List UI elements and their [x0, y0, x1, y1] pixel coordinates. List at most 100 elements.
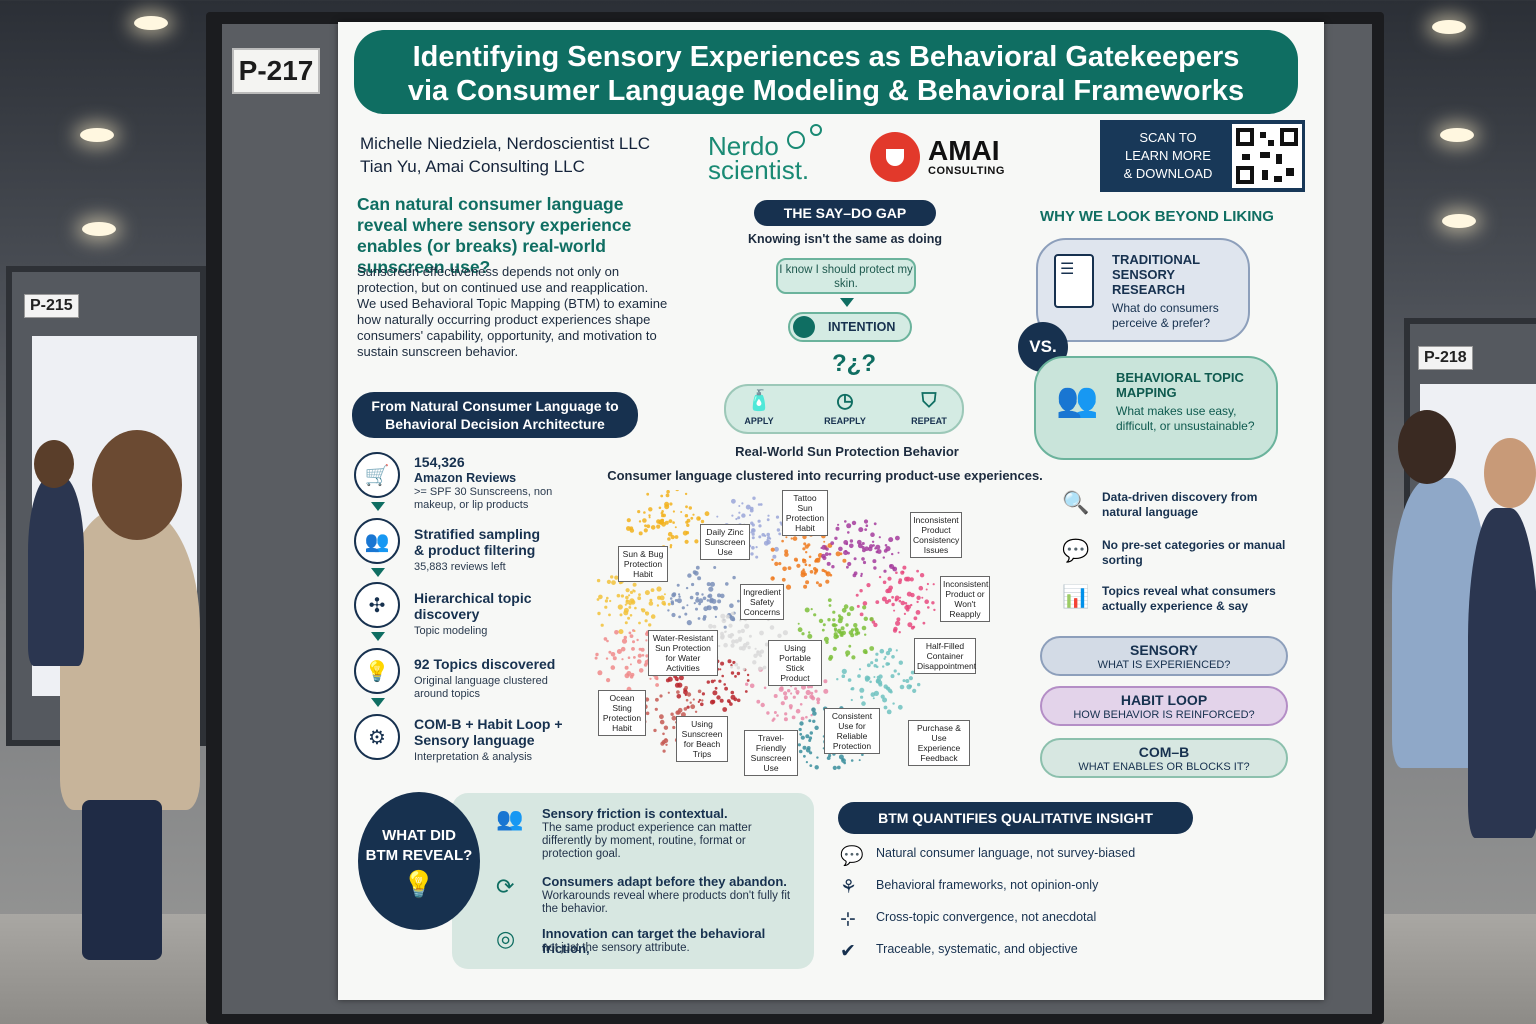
cluster-dot [720, 631, 724, 636]
qr-code[interactable] [1232, 124, 1302, 188]
feature-text: Topics reveal what consumers actually ex… [1102, 584, 1276, 613]
cluster-dot [887, 599, 892, 603]
cluster-dot [731, 514, 734, 517]
cluster-dot [661, 510, 664, 513]
cluster-dot [862, 605, 867, 610]
cluster-dot [918, 585, 924, 591]
cluster-dot [846, 612, 851, 617]
cluster-dot [844, 550, 847, 553]
person-left-woman-legs [82, 800, 162, 960]
cluster-dot [730, 671, 735, 675]
cluster-dot [689, 595, 694, 600]
cluster-dot [680, 511, 683, 513]
conversation-icon: 👥 [1056, 381, 1099, 419]
cluster-dot [864, 677, 870, 682]
cluster-label: Purchase & Use Experience Feedback [908, 720, 970, 766]
cluster-dot [886, 709, 892, 715]
cluster-dot [805, 761, 808, 764]
cluster-dot [828, 552, 832, 556]
cluster-dot [708, 623, 713, 629]
stage-reapply: ◷REAPPLY [812, 386, 878, 432]
cluster-dot [787, 689, 791, 693]
cluster-dot [648, 516, 651, 519]
cluster-label: Using Portable Stick Product [768, 640, 822, 686]
cluster-dot [684, 539, 689, 544]
cluster-dot [782, 630, 788, 636]
cluster-dot [871, 540, 875, 543]
cluster-dot [848, 644, 852, 648]
cluster-dot [659, 694, 663, 698]
cluster-dot [809, 764, 813, 767]
btm-card: 👥 BEHAVIORAL TOPIC MAPPING What makes us… [1034, 356, 1278, 460]
cluster-dot [897, 704, 903, 710]
cluster-dot [873, 690, 879, 696]
cluster-dot [864, 650, 868, 655]
cluster-dot [667, 537, 671, 541]
cluster-dot [678, 595, 681, 598]
cluster-dot [676, 690, 680, 694]
cluster-dot [631, 647, 635, 651]
cluster-dot [889, 690, 893, 694]
reveal-title-line-1: WHAT DID [382, 827, 456, 844]
cluster-dot [744, 690, 748, 693]
cluster-dot [774, 546, 779, 552]
cluster-dot [672, 510, 675, 513]
qr-panel[interactable]: SCAN TO LEARN MORE & DOWNLOAD [1100, 120, 1305, 192]
cluster-label: Consistent Use for Reliable Protection [824, 708, 880, 754]
cluster-dot [758, 524, 762, 528]
lens-question: HOW BEHAVIOR IS REINFORCED? [1073, 709, 1255, 721]
cluster-label: Travel-Friendly Sunscreen Use [744, 730, 798, 776]
cluster-dot [861, 701, 866, 706]
cluster-dot [853, 623, 858, 628]
cluster-dot [756, 699, 761, 704]
cluster-dot [799, 721, 804, 726]
cluster-dot [749, 683, 755, 689]
cluster-dot [870, 661, 874, 665]
cluster-dot [638, 593, 641, 596]
amai-sub: CONSULTING [928, 165, 1005, 177]
cluster-dot [755, 555, 759, 559]
cluster-dot [757, 666, 763, 671]
ceiling-light [1442, 214, 1476, 228]
cluster-dot [804, 563, 808, 566]
cluster-dot [884, 544, 888, 547]
cluster-dot [596, 598, 600, 601]
cluster-dot [810, 608, 813, 611]
cluster-dot [744, 623, 750, 629]
cluster-dot [802, 547, 806, 551]
cluster-dot [847, 531, 850, 534]
cluster-dot [732, 660, 736, 665]
cluster-dot [618, 629, 624, 635]
cluster-dot [754, 647, 757, 650]
cluster-dot [606, 596, 609, 600]
cluster-dot [674, 535, 679, 539]
cluster-dot [771, 558, 774, 561]
cluster-dot [713, 605, 718, 611]
cluster-dot [808, 739, 812, 742]
cluster-dot [855, 593, 859, 597]
cluster-dot [621, 638, 628, 644]
feature-text: Data-driven discovery from natural langu… [1102, 490, 1258, 519]
cluster-dot [933, 608, 936, 612]
cluster-dot [738, 505, 741, 507]
cluster-dot [851, 655, 856, 660]
cluster-dot [763, 686, 767, 690]
cluster-dot [812, 711, 817, 716]
cluster-dot [645, 611, 650, 616]
cluster-dot [823, 688, 829, 694]
cluster-dot [742, 667, 746, 671]
cluster-dot [777, 633, 782, 638]
cluster-dot [656, 586, 662, 592]
cluster-dot [753, 653, 758, 658]
cluster-dot [797, 743, 801, 747]
cluster-dot [680, 712, 686, 718]
cluster-dot [872, 559, 877, 564]
cluster-dot [925, 588, 928, 591]
cluster-dot [709, 699, 715, 705]
clock-icon: ◷ [836, 390, 854, 412]
cluster-dot [812, 719, 816, 723]
cluster-dot [805, 551, 808, 554]
cluster-dot [667, 691, 670, 694]
cluster-dot [838, 546, 843, 552]
cluster-dot [627, 656, 631, 659]
